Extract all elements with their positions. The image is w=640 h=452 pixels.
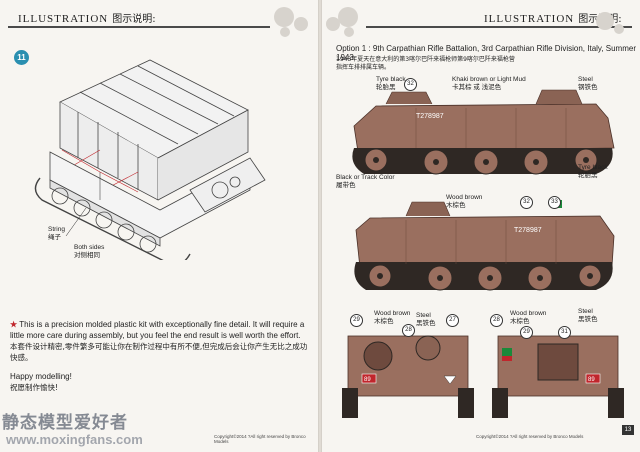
step-number-badge: 11 (14, 50, 29, 65)
tyre-black-2-label: Tyre black (578, 164, 608, 171)
left-header-dots (272, 5, 312, 41)
callout-steel-a: Steel 黑铁色 (416, 312, 436, 328)
track-color-label-cn: 履带色 (336, 182, 356, 189)
option-title: Option 1 : 9th Carpathian Rifle Battalio… (336, 44, 636, 62)
callout-tyre-black: Tyre black 轮胎黑 (376, 76, 406, 92)
wood-brown-label-cn: 木棕色 (446, 202, 466, 209)
wood-brown-label: Wood brown (446, 194, 483, 201)
precision-note-text: This is a precision molded plastic kit w… (10, 320, 305, 340)
watermark-cn: 静态模型爱好者 (2, 413, 128, 433)
callout-khaki: Khaki brown or Light Mud 卡其棕 或 浅泥色 (452, 76, 526, 92)
callout-string-label-cn: 绳子 (48, 234, 61, 241)
vehicle-number-2: T278987 (514, 227, 542, 234)
callout-both-sides-label-cn: 对侧相同 (74, 252, 100, 259)
option-title-cn: 1943年夏天在意大利的第3喀尔巴阡来福枪师第9喀尔巴阡来福枪营 指挥车排排属车… (336, 56, 515, 72)
left-header-title: ILLUSTRATION (18, 13, 109, 25)
vehicle-number-1: T278987 (416, 113, 444, 120)
callout-both-sides: Both sides 对侧相同 (74, 244, 104, 260)
callout-both-sides-label: Both sides (74, 244, 105, 251)
khaki-label: Khaki brown or Light Mud (452, 76, 526, 83)
callout-wood-brown-b: Wood brown 木棕色 (510, 310, 546, 326)
right-copyright: Copyright©2014 ?All right reserved by Br… (476, 434, 584, 439)
left-header-rule (8, 26, 270, 28)
precision-note-cn: 本套件设计精密,零件繁多可能让你在制作过程中有所不便,但完成后会让你产生无比之成… (10, 342, 308, 362)
decal-number-31: 31 (558, 326, 571, 339)
callout-steel: Steel 钢铁色 (578, 76, 598, 92)
side-view-left: T278987 (352, 89, 615, 175)
star-icon: ★ (10, 320, 18, 329)
decal-number-32b: 32 (520, 196, 533, 209)
front-view: 89 (492, 335, 624, 418)
right-header-title: ILLUSTRATION (484, 13, 575, 25)
callout-string: String 绳子 (48, 226, 65, 242)
steel-b-label: Steel (578, 308, 593, 315)
left-header-title-cn: 图示说明: (112, 14, 156, 25)
wood-brown-a-label-cn: 木棕色 (374, 318, 394, 325)
precision-note: ★ This is a precision molded plastic kit… (10, 320, 310, 341)
decal-number-28a: 28 (402, 324, 415, 337)
happy-modelling-cn: 祝愿制作愉快! (10, 383, 59, 392)
right-page-number: 13 (622, 425, 634, 435)
decal-number-29b: 29 (520, 326, 533, 339)
steel-label: Steel (578, 76, 593, 83)
khaki-label-cn: 卡其棕 或 浅泥色 (452, 84, 502, 91)
watermark-url: www.moxingfans.com (6, 432, 143, 447)
option-cn-line2: 指挥车排排属车辆。 (336, 64, 391, 71)
steel-a-label-cn: 黑铁色 (416, 320, 436, 327)
callout-wood-brown: Wood brown 木棕色 (446, 194, 482, 210)
tyre-black-label: Tyre black (376, 76, 406, 83)
callout-wood-brown-a: Wood brown 木棕色 (374, 310, 410, 326)
callout-track-color: Black or Track Color 履带色 (336, 174, 395, 190)
rear-plate-number: 89 (364, 377, 371, 383)
decal-number-29a: 29 (350, 314, 363, 327)
steel-a-label: Steel (416, 312, 431, 319)
tyre-black-label-cn: 轮胎黑 (376, 84, 396, 91)
wood-brown-a-label: Wood brown (374, 310, 411, 317)
callout-string-label: String (48, 226, 65, 233)
right-header-dots-2 (590, 10, 630, 46)
steel-label-cn: 钢铁色 (578, 84, 598, 91)
track-color-label: Black or Track Color (336, 174, 395, 181)
right-header-dots (324, 5, 364, 41)
assembly-illustration (34, 59, 266, 260)
callout-steel-b: Steel 黑铁色 (578, 308, 598, 324)
right-header-rule (366, 26, 632, 28)
page-gutter (318, 0, 322, 452)
side-view-right: T278987 (354, 200, 615, 291)
decal-number-27: 27 (446, 314, 459, 327)
front-plate-number: 89 (588, 377, 595, 383)
decal-number-33: 33 (548, 196, 561, 209)
wood-brown-b-label-cn: 木棕色 (510, 318, 530, 325)
decal-number-32a: 32 (404, 78, 417, 91)
option-cn-line1: 1943年夏天在意大利的第3喀尔巴阡来福枪师第9喀尔巴阡来福枪营 (336, 56, 515, 63)
decal-number-28b: 28 (490, 314, 503, 327)
tyre-black-2-label-cn: 轮胎黑 (578, 172, 598, 179)
happy-modelling: Happy modelling! (10, 372, 72, 381)
steel-b-label-cn: 黑铁色 (578, 316, 598, 323)
rear-view: 89 (342, 335, 474, 418)
wood-brown-b-label: Wood brown (510, 310, 547, 317)
left-copyright: Copyright©2014 ?All right reserved by Br… (214, 434, 306, 444)
callout-tyre-black-2: Tyre black 轮胎黑 (578, 164, 608, 180)
